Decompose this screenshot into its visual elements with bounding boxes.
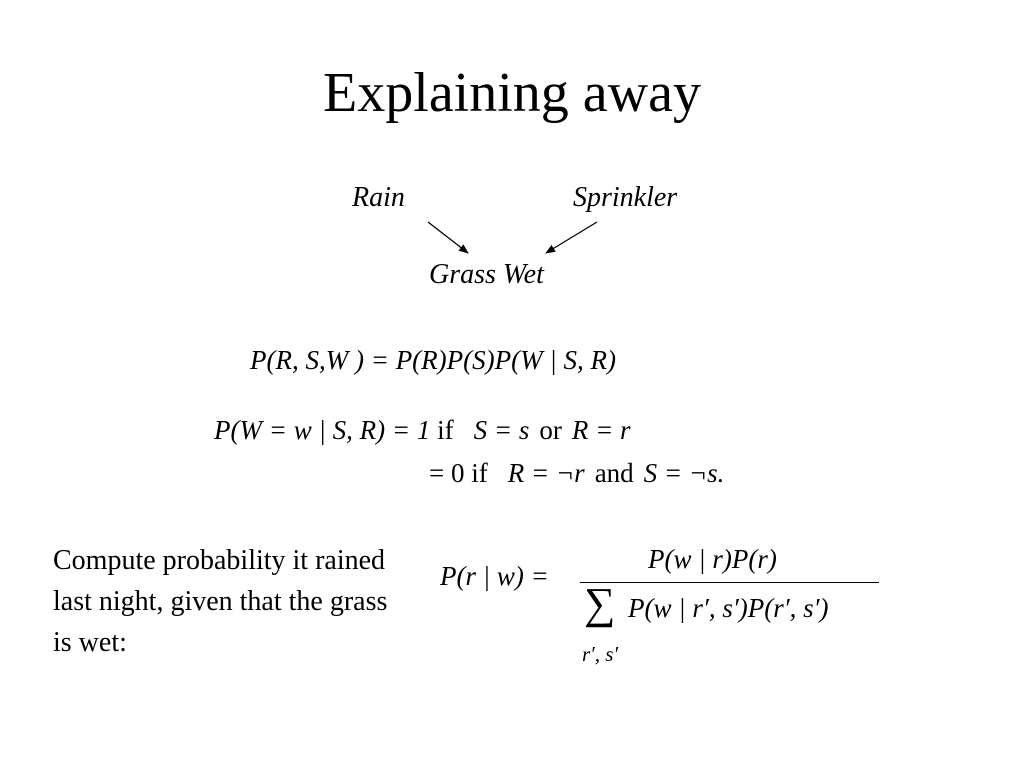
- joint-rhs: P(R)P(S)P(W | S, R): [395, 345, 617, 375]
- prompt-text: Compute probability it rained last night…: [53, 545, 388, 658]
- sum-symbol: ∑: [584, 579, 616, 628]
- joint-distribution-equation: P(R, S,W ) = P(R)P(S)P(W | S, R): [250, 344, 616, 376]
- cpt-line1-if: if: [437, 415, 454, 445]
- cpt-line2-value: = 0: [429, 458, 472, 488]
- cpt-line2-and: and: [594, 458, 634, 488]
- arrow-rain-to-grass-wet: [427, 221, 469, 254]
- cpt-equation-line-1: P(W = w | S, R) = 1 if S = s or R = r: [214, 414, 631, 446]
- node-sprinkler: Sprinkler: [573, 182, 678, 213]
- cpt-line1-cond-b: R = r: [571, 415, 631, 445]
- posterior-numerator: P(w | r)P(r): [648, 544, 777, 574]
- slide-title: Explaining away: [323, 62, 701, 124]
- sum-index: r′, s′: [582, 642, 619, 666]
- node-grass-wet: Grass Wet: [429, 259, 544, 290]
- node-rain: Rain: [352, 182, 405, 213]
- cpt-line2-cond-a: R = ¬r: [507, 458, 585, 488]
- fraction-bar: [580, 582, 879, 583]
- cpt-equation-line-2: = 0 if R = ¬r and S = ¬s.: [429, 457, 724, 489]
- cpt-line1-or: or: [539, 415, 562, 445]
- arrow-sprinkler-to-grass-wet: [545, 221, 598, 254]
- cpt-line2-if: if: [471, 458, 488, 488]
- posterior-lhs: P(r | w) =: [440, 561, 549, 591]
- joint-lhs: P(R, S,W ) =: [250, 345, 396, 375]
- cpt-line1-cond-a: S = s: [473, 415, 530, 445]
- posterior-denominator: P(w | r′, s′)P(r′, s′): [628, 593, 829, 623]
- cpt-line2-cond-b: S = ¬s.: [643, 458, 725, 488]
- cpt-line1-lhs: P(W = w | S, R) = 1: [214, 415, 438, 445]
